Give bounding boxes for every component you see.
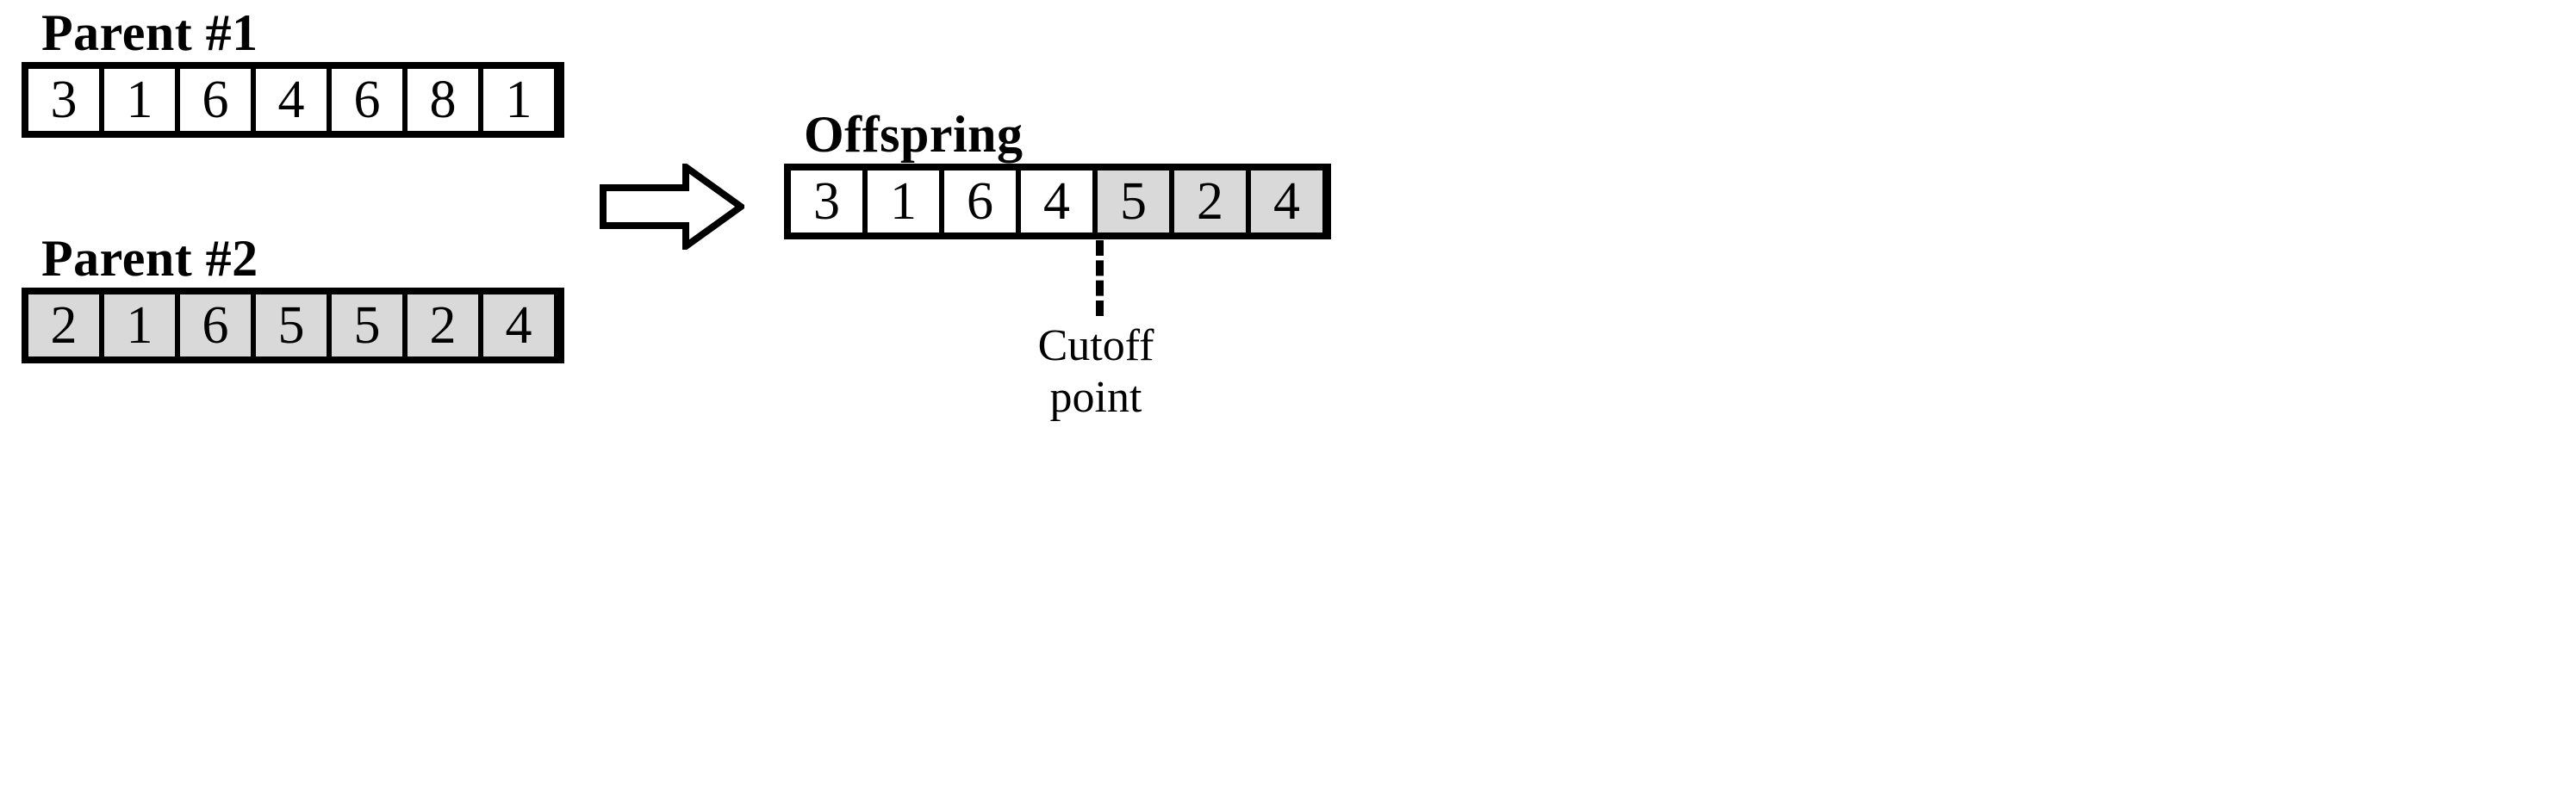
parent2-gene-value: 4: [505, 296, 532, 355]
parent1-gene-value: 4: [277, 71, 305, 129]
cutoff-label-line1: Cutoff: [1037, 321, 1154, 370]
parent1-gene-cell: 3: [28, 69, 99, 131]
offspring-gene-value: 4: [1273, 172, 1300, 231]
offspring-gene-value: 1: [890, 172, 917, 231]
parent2-gene-value: 1: [126, 296, 153, 355]
parent1-gene-cell: 4: [256, 69, 327, 131]
parent2-gene-cell: 5: [332, 294, 402, 356]
offspring-gene-cell: 2: [1174, 170, 1246, 232]
right-block-arrow-icon: [600, 160, 747, 253]
parent1-gene-value: 1: [505, 71, 532, 129]
parent1-gene-value: 6: [202, 71, 229, 129]
cutoff-label-line2: point: [1049, 373, 1142, 423]
parent2-title: Parent #2: [41, 230, 258, 287]
parent1-gene-value: 8: [429, 71, 457, 129]
offspring-gene-value: 3: [813, 172, 840, 231]
parent1-title: Parent #1: [41, 4, 258, 61]
parent2-gene-cell: 6: [180, 294, 251, 356]
parent2-gene-cell: 5: [256, 294, 327, 356]
offspring-gene-value: 5: [1120, 172, 1147, 231]
parent1-gene-value: 1: [126, 71, 153, 129]
parent2-gene-cell: 2: [408, 294, 478, 356]
parent1-gene-cell: 6: [332, 69, 402, 131]
parent2-gene-value: 5: [277, 296, 305, 355]
offspring-gene-cell: 6: [944, 170, 1016, 232]
parent1-gene-cell: 1: [483, 69, 554, 131]
parent1-gene-cell: 6: [180, 69, 251, 131]
cutoff-dashed-line: [1096, 240, 1104, 316]
offspring-gene-cell: 1: [868, 170, 939, 232]
parent2-gene-cell: 1: [104, 294, 175, 356]
parent2-gene-value: 2: [429, 296, 457, 355]
offspring-gene-cell: 3: [791, 170, 862, 232]
offspring-gene-cell: 5: [1098, 170, 1169, 232]
parent2-gene-cell: 2: [28, 294, 99, 356]
offspring-gene-value: 2: [1197, 172, 1223, 231]
parent2-gene-value: 6: [202, 296, 229, 355]
parent1-gene-cell: 1: [104, 69, 175, 131]
offspring-title: Offspring: [804, 106, 1024, 163]
parent1-gene-value: 3: [50, 71, 78, 129]
offspring-gene-cell: 4: [1021, 170, 1092, 232]
parent1-gene-cell: 8: [408, 69, 478, 131]
parent2-gene-cell: 4: [483, 294, 554, 356]
parent2-gene-value: 5: [353, 296, 381, 355]
offspring-gene-value: 4: [1043, 172, 1070, 231]
offspring-gene-value: 6: [967, 172, 993, 231]
parent2-gene-value: 2: [50, 296, 78, 355]
parent1-gene-value: 6: [353, 71, 381, 129]
offspring-gene-cell: 4: [1251, 170, 1322, 232]
